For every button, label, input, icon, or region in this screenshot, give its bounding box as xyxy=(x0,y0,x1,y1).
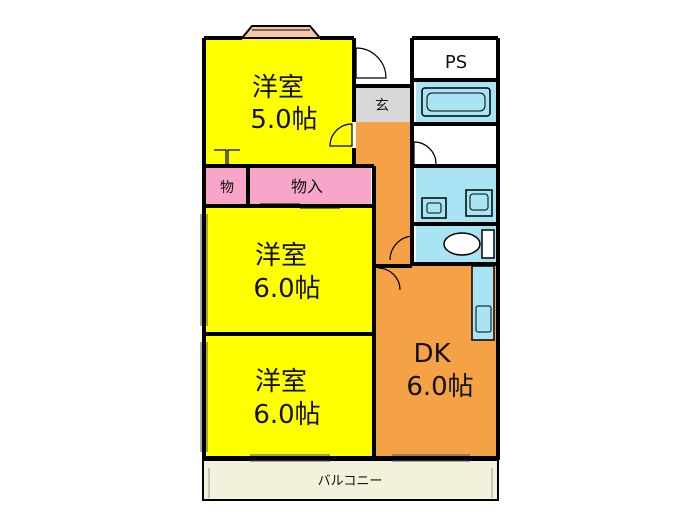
bedroom-bot-size: 6.0帖 xyxy=(253,400,320,430)
pipe-space-label: PS xyxy=(445,52,467,73)
balcony xyxy=(202,459,499,501)
windows xyxy=(200,214,208,452)
bay-window xyxy=(239,25,323,39)
kitchen-sink xyxy=(475,305,492,333)
bedroom-bot xyxy=(206,336,372,456)
closet-small xyxy=(205,168,247,204)
doors xyxy=(214,47,437,291)
balcony-label: バルコニー xyxy=(318,474,383,489)
bedroom-top xyxy=(204,38,352,166)
walls xyxy=(202,36,500,460)
entrance-label: 玄 xyxy=(375,97,389,114)
closet-doors xyxy=(260,203,340,209)
bedroom-mid-size: 6.0帖 xyxy=(253,274,320,304)
dk-name: DK xyxy=(413,339,451,369)
balcony-windows xyxy=(250,454,470,462)
washing-machine xyxy=(421,197,447,219)
toilet xyxy=(481,229,495,259)
pipe-space xyxy=(416,42,496,80)
bedroom-mid xyxy=(206,208,372,332)
bedroom-top-size: 5.0帖 xyxy=(250,105,317,135)
bedroom-top-name: 洋室 xyxy=(252,73,304,103)
closet-large xyxy=(249,168,371,204)
closet-small-label: 物 xyxy=(220,180,234,196)
bedroom-bot-name: 洋室 xyxy=(255,367,307,397)
closet-large-label: 物入 xyxy=(291,177,323,196)
hallway xyxy=(356,122,414,268)
bedroom-mid-name: 洋室 xyxy=(255,241,307,271)
entrance xyxy=(356,86,410,122)
toilet-bowl xyxy=(443,232,481,256)
dk-size: 6.0帖 xyxy=(406,372,473,402)
dining-kitchen xyxy=(376,262,496,456)
bathtub xyxy=(421,87,491,117)
